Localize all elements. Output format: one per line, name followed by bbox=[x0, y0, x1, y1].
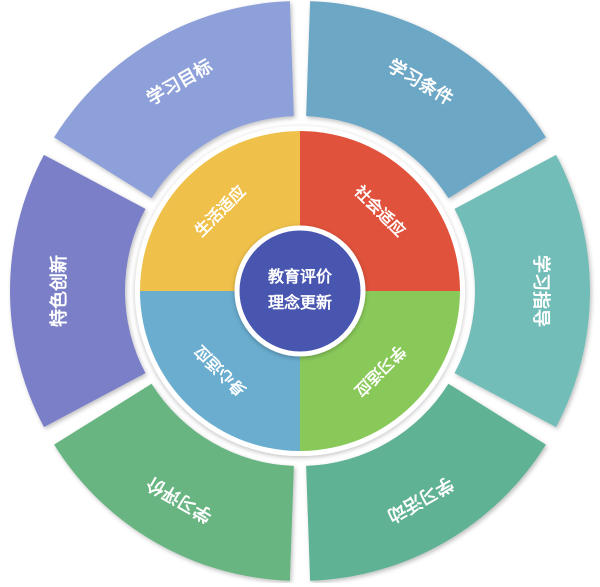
puzzle-knob-right bbox=[401, 299, 429, 327]
outer-label-learning-guidance: 学习指导 bbox=[530, 255, 552, 327]
puzzle-piece-life-adaptation bbox=[140, 131, 300, 291]
center-circle bbox=[234, 225, 366, 357]
puzzle-knob-top bbox=[309, 163, 337, 191]
outer-ring bbox=[10, 1, 590, 581]
puzzle-piece-social-adaptation bbox=[300, 131, 460, 291]
puzzle-piece-body-mind-adaptation bbox=[140, 291, 300, 451]
outer-segment-learning-conditions bbox=[306, 1, 546, 199]
inner-puzzle-ring bbox=[140, 131, 460, 451]
puzzle-knobs bbox=[172, 163, 429, 419]
outer-segment-learning-evaluation bbox=[54, 383, 294, 581]
outer-label-feature-innovation: 特色创新 bbox=[48, 255, 70, 327]
puzzle-piece-learning-adaptation bbox=[300, 291, 460, 451]
puzzle-knob-left bbox=[172, 254, 200, 282]
center-text-line2: 理念更新 bbox=[268, 293, 332, 312]
puzzle-knob-bottom bbox=[263, 391, 291, 419]
center-text-line1: 教育评价 bbox=[268, 267, 333, 286]
outer-segment-learning-goals bbox=[54, 1, 294, 199]
outer-segment-learning-activities bbox=[306, 383, 546, 581]
outer-segment-learning-guidance bbox=[454, 154, 590, 428]
outer-segment-feature-innovation bbox=[10, 154, 146, 428]
